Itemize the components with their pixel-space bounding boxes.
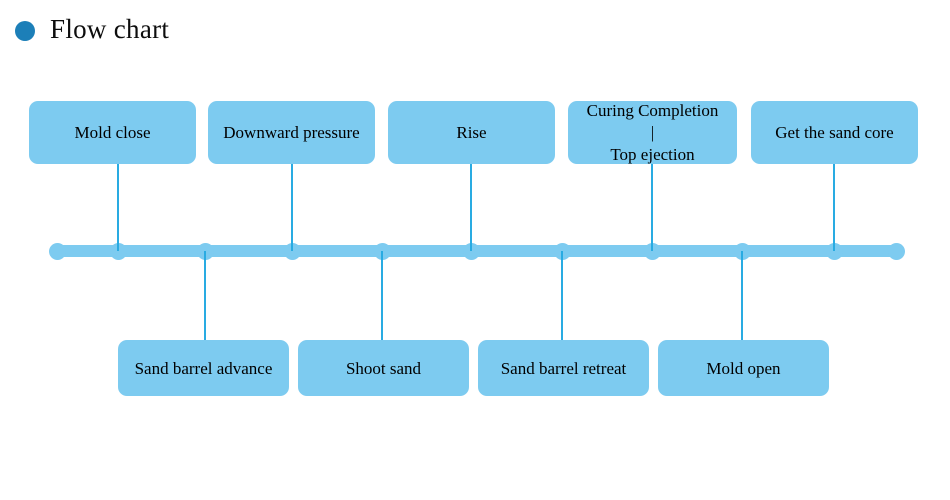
timeline-dot-6 [462, 242, 480, 260]
connector-mold-open [741, 251, 743, 340]
step-label-curing-completion-top-ejection: Curing Completion | Top ejection [586, 100, 719, 164]
connector-mold-close [117, 164, 119, 251]
connector-sand-barrel-retreat [561, 251, 563, 340]
step-label-downward-pressure: Downward pressure [223, 123, 360, 142]
step-box-sand-barrel-retreat[interactable]: Sand barrel retreat [478, 340, 649, 396]
step-label-shoot-sand: Shoot sand [345, 358, 422, 378]
timeline-dot-11 [887, 242, 905, 260]
connector-downward-pressure [291, 164, 293, 251]
connector-get-the-sand-core [833, 164, 835, 251]
timeline-dot-8 [643, 242, 661, 260]
connector-sand-barrel-advance [204, 251, 206, 340]
step-label-rise: Rise [456, 123, 487, 142]
connector-shoot-sand [381, 251, 383, 340]
step-box-downward-pressure[interactable]: Downward pressure [208, 101, 375, 164]
timeline-dot-10 [825, 242, 843, 260]
step-box-curing-completion-top-ejection[interactable]: Curing Completion | Top ejection [568, 101, 737, 164]
timeline-dot-4 [283, 242, 301, 260]
step-box-mold-open[interactable]: Mold open [658, 340, 829, 396]
connector-rise [470, 164, 472, 251]
step-box-mold-close[interactable]: Mold close [29, 101, 196, 164]
page-title: Flow chart [50, 14, 170, 44]
connector-curing-completion-top-ejection [651, 164, 653, 251]
step-label-mold-close: Mold close [74, 123, 151, 142]
step-label-mold-open: Mold open [706, 358, 781, 378]
bullet-icon [15, 21, 35, 41]
step-box-get-the-sand-core[interactable]: Get the sand core [751, 101, 918, 164]
step-label-get-the-sand-core: Get the sand core [775, 123, 894, 142]
step-label-sand-barrel-retreat: Sand barrel retreat [500, 358, 627, 378]
page-title-row: Flow chart [0, 0, 950, 60]
step-box-shoot-sand[interactable]: Shoot sand [298, 340, 469, 396]
timeline-dot-2 [109, 242, 127, 260]
step-label-sand-barrel-advance: Sand barrel advance [134, 358, 273, 378]
timeline-dot-1 [48, 242, 66, 260]
step-box-sand-barrel-advance[interactable]: Sand barrel advance [118, 340, 289, 396]
step-box-rise[interactable]: Rise [388, 101, 555, 164]
